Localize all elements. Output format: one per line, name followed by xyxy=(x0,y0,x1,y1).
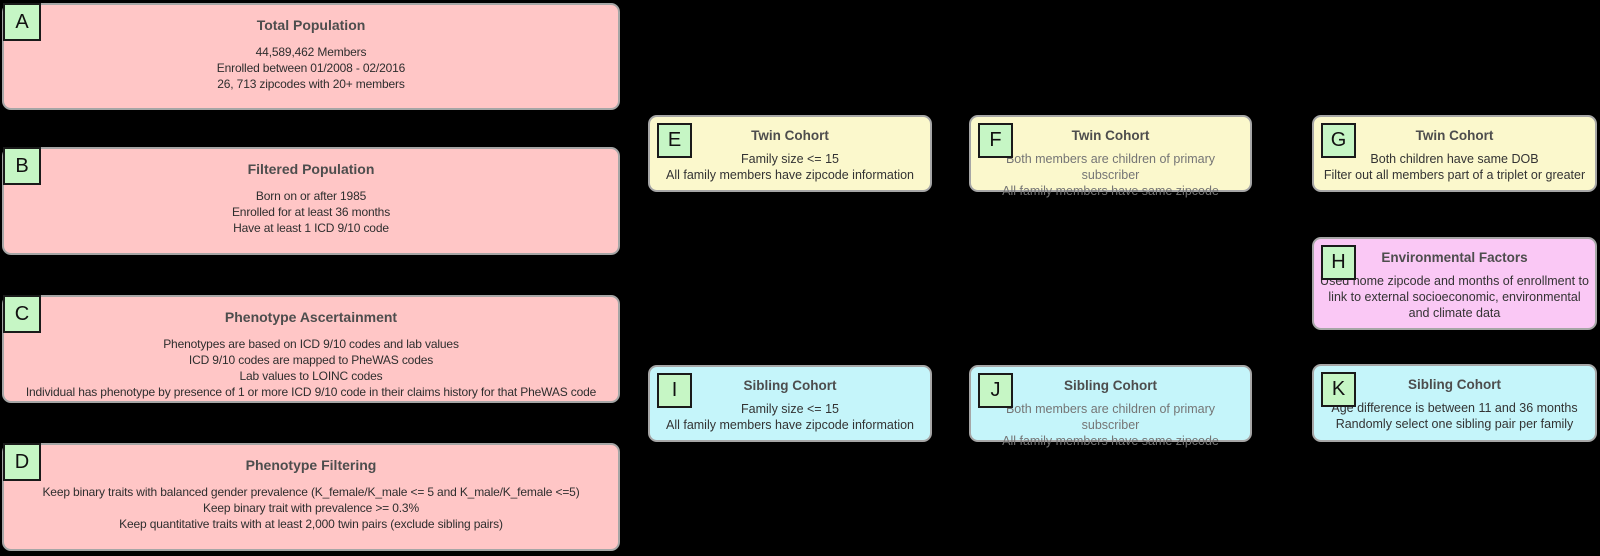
box-letter-label: H xyxy=(1321,245,1356,280)
box-line: 44,589,462 Members xyxy=(255,45,367,59)
box-twin-cohort-f: F Twin Cohort Both members are children … xyxy=(969,115,1252,198)
box-line: All family members have zipcode informat… xyxy=(665,168,915,182)
box-letter-label: C xyxy=(3,295,41,333)
box-total-population: A Total Population 44,589,462 Members En… xyxy=(2,3,620,110)
box-letter-label: G xyxy=(1321,123,1356,158)
box-line: ICD 9/10 codes are mapped to PheWAS code… xyxy=(188,353,434,367)
box-filtered-population: B Filtered Population Born on or after 1… xyxy=(2,147,620,255)
box-title: Filtered Population xyxy=(247,161,375,177)
box-title: Total Population xyxy=(256,17,366,33)
box-letter-label: I xyxy=(657,373,692,408)
box-letter-label: E xyxy=(657,123,692,158)
box-body: Family size <= 15 All family members hav… xyxy=(655,401,925,433)
box-body: Both members are children of primary sub… xyxy=(976,401,1245,449)
box-letter-label: B xyxy=(3,147,41,185)
box-body: Keep binary traits with balanced gender … xyxy=(4,484,618,532)
box-phenotype-ascertainment: C Phenotype Ascertainment Phenotypes are… xyxy=(2,295,620,403)
box-line: Enrolled for at least 36 months xyxy=(231,205,391,219)
box-body: Family size <= 15 All family members hav… xyxy=(655,151,925,183)
box-line: Age difference is between 11 and 36 mont… xyxy=(1331,401,1578,415)
box-twin-cohort-g: G Twin Cohort Both children have same DO… xyxy=(1312,115,1597,192)
box-letter-label: A xyxy=(3,3,41,41)
box-environmental-factors: H Environmental Factors Used home zipcod… xyxy=(1312,237,1597,330)
box-line: Individual has phenotype by presence of … xyxy=(25,385,597,399)
box-line: Both members are children of primary sub… xyxy=(1005,402,1216,432)
box-sibling-cohort-j: J Sibling Cohort Both members are childr… xyxy=(969,365,1252,448)
box-line: Both children have same DOB xyxy=(1370,152,1539,166)
box-line: All family members have zipcode informat… xyxy=(665,418,915,432)
box-line: Family size <= 15 xyxy=(741,402,839,416)
box-letter-label: K xyxy=(1321,372,1356,407)
box-title: Phenotype Filtering xyxy=(245,457,377,473)
box-title: Twin Cohort xyxy=(1071,128,1150,143)
box-line: Both members are children of primary sub… xyxy=(1005,152,1216,182)
box-line: Keep quantitative traits with at least 2… xyxy=(119,517,503,531)
box-title: Sibling Cohort xyxy=(743,378,837,393)
box-line: Phenotypes are based on ICD 9/10 codes a… xyxy=(163,337,459,351)
box-line: Lab values to LOINC codes xyxy=(239,369,383,383)
box-body: 44,589,462 Members Enrolled between 01/2… xyxy=(4,44,618,92)
box-line: 26, 713 zipcodes with 20+ members xyxy=(217,77,405,91)
box-body: Used home zipcode and months of enrollme… xyxy=(1320,274,1589,320)
box-line: Keep binary traits with balanced gender … xyxy=(42,485,580,499)
box-line: Filter out all members part of a triplet… xyxy=(1323,168,1586,182)
box-line: Have at least 1 ICD 9/10 code xyxy=(233,221,389,235)
box-title: Environmental Factors xyxy=(1381,250,1528,265)
box-letter-label: F xyxy=(978,123,1013,158)
box-body: Born on or after 1985 Enrolled for at le… xyxy=(4,188,618,236)
box-phenotype-filtering: D Phenotype Filtering Keep binary traits… xyxy=(2,443,620,551)
box-body: Both children have same DOB Filter out a… xyxy=(1319,151,1590,183)
box-line: Randomly select one sibling pair per fam… xyxy=(1335,417,1574,431)
box-body: Both members are children of primary sub… xyxy=(976,151,1245,199)
box-title: Sibling Cohort xyxy=(1408,377,1501,392)
box-title: Phenotype Ascertainment xyxy=(224,309,398,325)
box-title: Twin Cohort xyxy=(1415,128,1494,143)
box-sibling-cohort-i: I Sibling Cohort Family size <= 15 All f… xyxy=(648,365,932,442)
box-line: All family members have same zipcode xyxy=(1002,184,1219,198)
box-title: Sibling Cohort xyxy=(1064,378,1157,393)
box-twin-cohort-e: E Twin Cohort Family size <= 15 All fami… xyxy=(648,115,932,192)
box-letter-label: D xyxy=(3,443,41,481)
box-line: Family size <= 15 xyxy=(741,152,839,166)
box-sibling-cohort-k: K Sibling Cohort Age difference is betwe… xyxy=(1312,364,1597,442)
box-line: Keep binary trait with prevalence >= 0.3… xyxy=(203,501,419,515)
box-line: Born on or after 1985 xyxy=(255,189,367,203)
box-body: Phenotypes are based on ICD 9/10 codes a… xyxy=(4,336,618,400)
box-letter-label: J xyxy=(978,373,1013,408)
box-body: Age difference is between 11 and 36 mont… xyxy=(1319,400,1590,432)
box-title: Twin Cohort xyxy=(751,128,829,143)
box-line: All family members have same zipcode xyxy=(1002,434,1219,448)
box-line: Enrolled between 01/2008 - 02/2016 xyxy=(216,61,406,75)
